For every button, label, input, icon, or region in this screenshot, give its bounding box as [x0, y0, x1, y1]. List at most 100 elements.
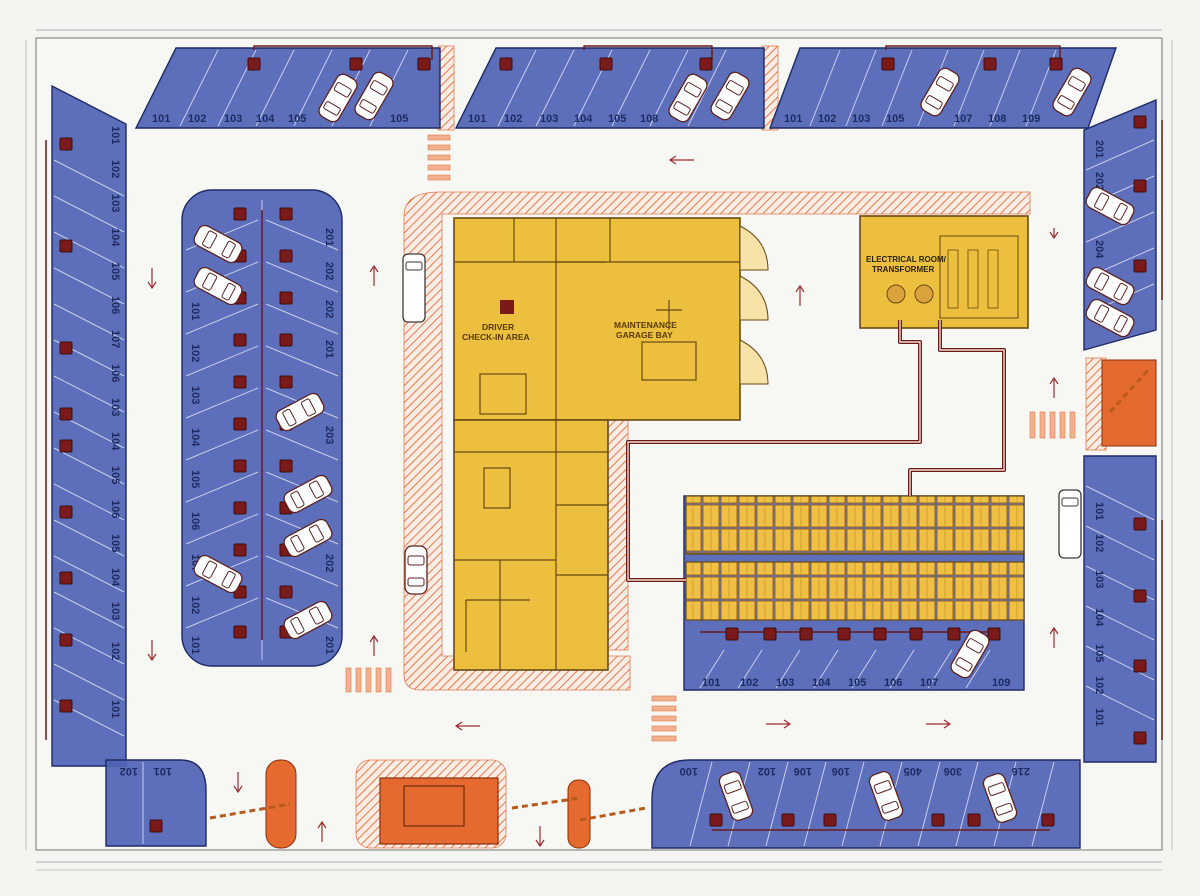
stall-number: 103: [109, 194, 121, 212]
charger-icon: [59, 699, 73, 713]
charger-icon: [279, 333, 293, 347]
stall-number: 105: [109, 262, 121, 280]
arrow-icon: [1049, 228, 1059, 240]
arrow-icon: [535, 826, 545, 848]
stall-number: 202: [323, 300, 335, 318]
stall-number: 101: [468, 113, 486, 125]
charger-icon: [1041, 813, 1055, 827]
stall-number: 106: [189, 512, 201, 530]
charger-icon: [909, 627, 923, 641]
entry-booths: [209, 359, 1157, 849]
arrow-icon: [369, 264, 379, 286]
conduits-inner: [627, 320, 1005, 581]
charger-icon: [987, 627, 1001, 641]
charger-icon: [59, 341, 73, 355]
charger-icon: [837, 627, 851, 641]
arrow-icon: [1049, 626, 1059, 648]
stall-number: 101: [109, 126, 121, 144]
stall-number: 102: [818, 113, 836, 125]
van-icon: [1058, 489, 1082, 559]
ticket-office: [379, 777, 499, 845]
charger-icon: [781, 813, 795, 827]
stall-number: 101: [1093, 708, 1105, 726]
charger-icon: [983, 57, 997, 71]
driver-checkin-label-1: DRIVER: [482, 322, 514, 332]
arrow-icon: [317, 820, 327, 842]
charger-icon: [233, 459, 247, 473]
stall-number: 104: [109, 568, 121, 587]
stall-number: 405: [904, 765, 922, 777]
charger-icon: [233, 375, 247, 389]
stall-number: 100: [680, 765, 698, 777]
stall-number: 202: [323, 262, 335, 280]
stall-number: 201: [323, 636, 335, 654]
stall-numbers-left: 101 102 103 104 105 106 107 106 103 104 …: [109, 126, 121, 718]
electrical-label-2: TRANSFORMER: [872, 265, 934, 274]
stall-number: 105: [189, 470, 201, 488]
gate-booth-east: [1101, 359, 1157, 447]
stall-number: 105: [1093, 644, 1105, 662]
charger-icon: [233, 625, 247, 639]
charger-icon: [149, 819, 163, 833]
arrow-icon: [233, 772, 243, 794]
charger-icon: [1133, 259, 1147, 273]
stall-number: 108: [988, 113, 1006, 125]
stall-number: 104: [1093, 608, 1105, 627]
stall-number: 102: [109, 160, 121, 178]
stall-number: 103: [224, 113, 242, 125]
stall-number: 106: [109, 364, 121, 382]
stall-number: 101: [784, 113, 802, 125]
charger-icon: [873, 627, 887, 641]
charger-icon: [1133, 731, 1147, 745]
charger-icon: [279, 291, 293, 305]
charger-icon: [1049, 57, 1063, 71]
charger-icon: [699, 57, 713, 71]
stall-number: 104: [812, 677, 831, 689]
maintenance-label-1: MAINTENANCE: [614, 320, 677, 330]
stall-number: 101: [702, 677, 720, 689]
charger-icon: [279, 585, 293, 599]
charger-icon: [233, 501, 247, 515]
gate-booth-left: [265, 759, 297, 849]
arrow-icon: [454, 721, 480, 731]
stall-number: 106: [109, 296, 121, 314]
stall-number: 101: [1093, 502, 1105, 520]
stall-number: 102: [740, 677, 758, 689]
stall-number: 106: [884, 677, 902, 689]
charger-icon: [59, 239, 73, 253]
stall-number: 102: [109, 642, 121, 660]
stall-numbers-right: 201 202 204 101 102 103 104 105 102 101: [1093, 140, 1105, 726]
stall-number: 203: [323, 426, 335, 444]
solar-panel-icon: [685, 495, 1025, 555]
charger-icon: [725, 627, 739, 641]
stall-number: 107: [920, 677, 938, 689]
stall-number: 103: [852, 113, 870, 125]
charger-icon: [233, 543, 247, 557]
charger-icon: [499, 57, 513, 71]
stall-number: 202: [323, 554, 335, 572]
stall-numbers-solar: 101 102 103 104 105 106 107 109: [702, 677, 1010, 689]
stall-number: 101: [189, 302, 201, 320]
stall-number: 102: [188, 113, 206, 125]
van-icon: [402, 253, 426, 323]
solar-panel-icon: [685, 561, 1025, 621]
stall-number: 104: [189, 428, 201, 447]
charger-icon: [59, 571, 73, 585]
stall-number: 105: [288, 113, 306, 125]
arrow-icon: [668, 155, 694, 165]
stall-number: 104: [109, 228, 121, 247]
stall-number: 104: [574, 113, 593, 125]
barrier-gate-icon: [511, 796, 581, 810]
stall-number: 103: [776, 677, 794, 689]
traffic-arrows: [147, 155, 1059, 848]
stall-number: 306: [944, 765, 962, 777]
charger-icon: [1133, 179, 1147, 193]
charger-icon: [823, 813, 837, 827]
arrow-icon: [369, 634, 379, 656]
stall-number: 103: [540, 113, 558, 125]
stall-number: 101: [189, 636, 201, 654]
electrical-label-1: ELECTRICAL ROOM/: [866, 255, 947, 264]
crosswalks: [345, 134, 1076, 742]
charger-icon: [881, 57, 895, 71]
